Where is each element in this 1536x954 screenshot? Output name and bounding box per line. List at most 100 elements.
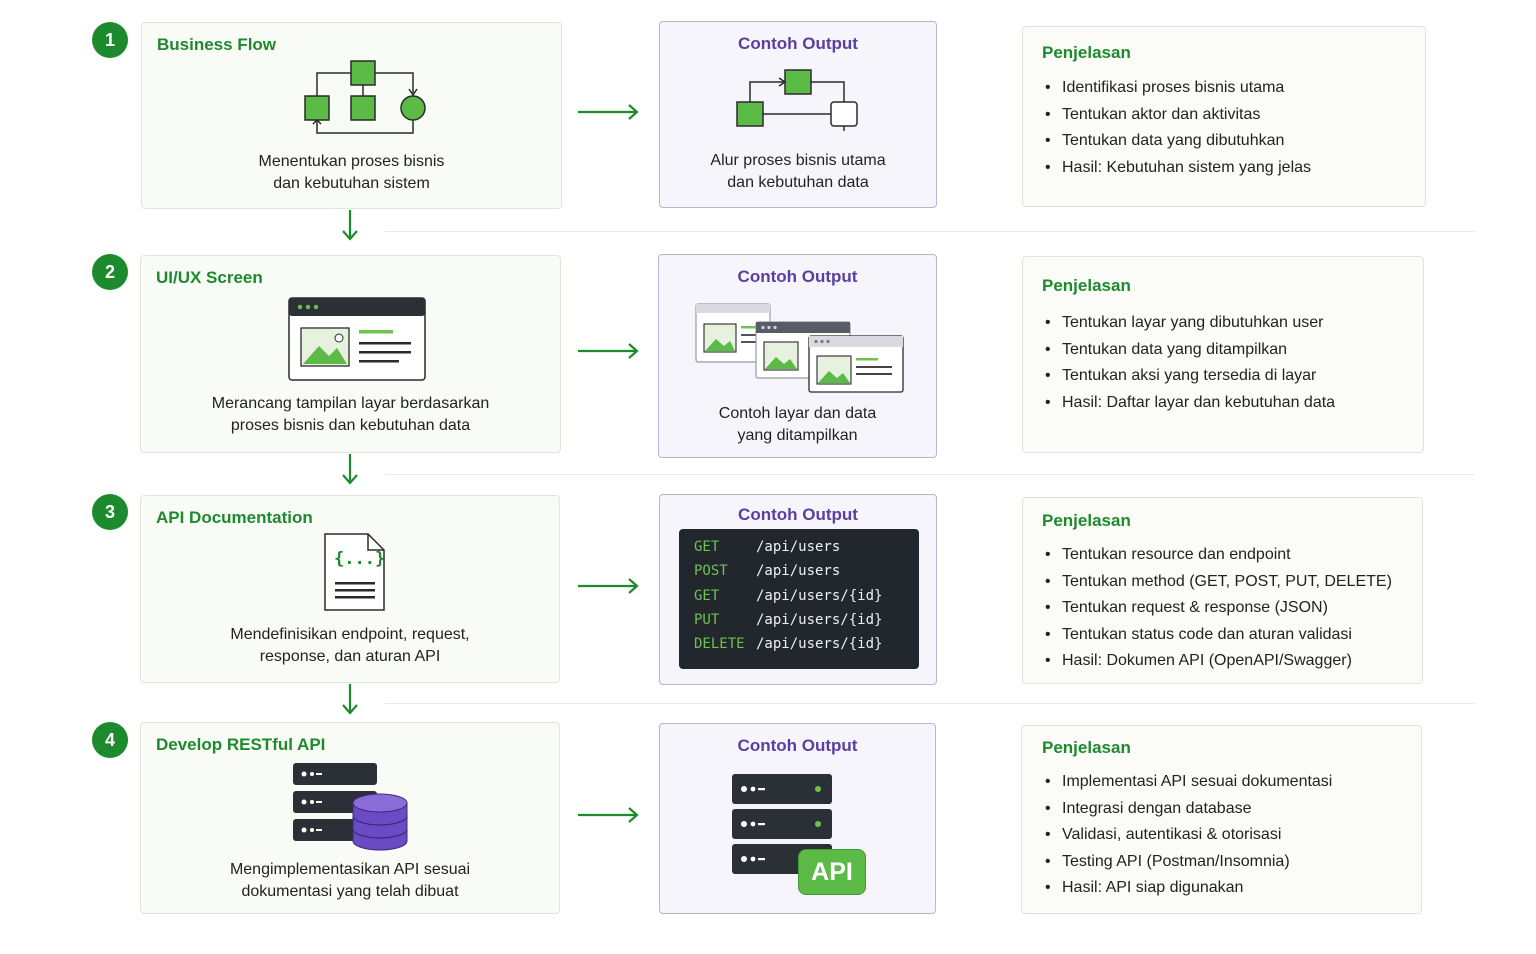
step-description-line: proses bisnis dan kebutuhan data	[230, 417, 471, 434]
endpoint-line: DELETE/api/users/{id}	[694, 632, 919, 656]
step-description-line: dan kebutuhan sistem	[273, 175, 430, 192]
step-description-line: dokumentasi yang telah dibuat	[241, 883, 459, 900]
explanation-item: Tentukan data yang dibutuhkan	[1042, 128, 1311, 155]
http-method: GET	[694, 539, 720, 555]
output-card-business-flow: Contoh Output Alur proses bisnis utama d…	[659, 21, 937, 208]
explanation-card-uiux-screen: Penjelasan Tentukan layar yang dibutuhka…	[1022, 256, 1424, 453]
arrow-right-icon	[578, 807, 639, 823]
explanation-item: Hasil: Dokumen API (OpenAPI/Swagger)	[1042, 648, 1392, 675]
endpoint-line: PUT/api/users/{id}	[694, 608, 919, 632]
step-number: 4	[92, 722, 128, 758]
endpoint-path: /api/users/{id}	[756, 611, 883, 628]
arrow-down-icon	[342, 684, 358, 715]
explanation-item: Testing API (Postman/Insomnia)	[1042, 849, 1332, 876]
explanation-item: Tentukan status code dan aturan validasi	[1042, 622, 1392, 649]
step-description-line: Mengimplementasikan API sesuai	[229, 861, 471, 878]
api-document-icon	[324, 533, 385, 611]
explanation-title: Penjelasan	[1042, 276, 1131, 295]
step-title: UI/UX Screen	[156, 268, 263, 287]
explanation-title: Penjelasan	[1042, 511, 1131, 530]
output-title: Contoh Output	[738, 34, 858, 53]
output-description-line: dan kebutuhan data	[727, 174, 869, 191]
arrow-down-icon	[342, 210, 358, 241]
step-title: Develop RESTful API	[156, 735, 326, 754]
explanation-item: Tentukan request & response (JSON)	[1042, 595, 1392, 622]
output-card-api-documentation: Contoh Output GET/api/users POST/api/use…	[659, 494, 937, 685]
endpoint-path: /api/users	[756, 563, 841, 580]
explanation-title: Penjelasan	[1042, 738, 1131, 757]
step-number: 2	[92, 254, 128, 290]
step-card-api-documentation: API Documentation {...} Mendefinisikan e…	[140, 495, 560, 683]
explanation-item: Tentukan method (GET, POST, PUT, DELETE)	[1042, 569, 1392, 596]
server-stack-icon	[732, 774, 832, 874]
step-description: Merancang tampilan layar berdasarkan pro…	[141, 393, 560, 437]
http-method: DELETE	[694, 636, 745, 653]
arrow-right-icon	[578, 104, 639, 120]
api-badge: API	[798, 849, 866, 895]
explanation-item: Tentukan aktor dan aktivitas	[1042, 102, 1311, 129]
http-method: GET	[694, 587, 720, 604]
explanation-item: Tentukan data yang ditampilkan	[1042, 337, 1335, 364]
output-title: Contoh Output	[738, 505, 858, 524]
arrow-right-icon	[578, 578, 639, 594]
explanation-item: Hasil: Kebutuhan sistem yang jelas	[1042, 155, 1311, 182]
explanation-item: Tentukan layar yang dibutuhkan user	[1042, 310, 1335, 337]
step-description-line: Merancang tampilan layar berdasarkan	[211, 395, 490, 412]
output-title: Contoh Output	[737, 736, 858, 755]
explanation-card-api-documentation: Penjelasan Tentukan resource dan endpoin…	[1022, 497, 1423, 684]
step-description: Menentukan proses bisnis dan kebutuhan s…	[142, 151, 561, 195]
http-method: POST	[694, 563, 728, 580]
explanation-list: Identifikasi proses bisnis utama Tentuka…	[1042, 75, 1311, 181]
explanation-item: Identifikasi proses bisnis utama	[1042, 75, 1311, 102]
explanation-item: Validasi, autentikasi & otorisasi	[1042, 822, 1332, 849]
step-description-line: Menentukan proses bisnis	[258, 153, 445, 170]
endpoint-line: GET/api/users	[694, 535, 919, 559]
process-flow-icon	[736, 69, 858, 131]
endpoint-path: /api/users/{id}	[756, 636, 883, 653]
explanation-item: Tentukan aksi yang tersedia di layar	[1042, 363, 1335, 390]
step-card-uiux-screen: UI/UX Screen Merancang tampilan layar be…	[140, 255, 561, 453]
step-card-business-flow: Business Flow Menentukan proses bisnis d…	[141, 22, 562, 209]
explanation-list: Implementasi API sesuai dokumentasi Inte…	[1042, 769, 1332, 902]
output-description-line: yang ditampilkan	[737, 427, 858, 444]
endpoint-code-block: GET/api/users POST/api/users GET/api/use…	[679, 529, 919, 669]
arrow-right-icon	[578, 343, 639, 359]
step-description: Mengimplementasikan API sesuai dokumenta…	[141, 859, 559, 903]
explanation-list: Tentukan layar yang dibutuhkan user Tent…	[1042, 310, 1335, 416]
explanation-title: Penjelasan	[1042, 43, 1131, 62]
step-description: Mendefinisikan endpoint, request, respon…	[141, 624, 559, 668]
step-number: 3	[92, 494, 128, 530]
step-title: API Documentation	[156, 508, 313, 527]
output-card-uiux-screen: Contoh Output Contoh layar dan data yang…	[658, 254, 937, 458]
endpoint-line: GET/api/users/{id}	[694, 584, 919, 608]
row-divider	[385, 474, 1475, 475]
endpoint-line: POST/api/users	[694, 559, 919, 583]
http-method: PUT	[694, 611, 720, 628]
explanation-list: Tentukan resource dan endpoint Tentukan …	[1042, 542, 1392, 675]
explanation-item: Hasil: API siap digunakan	[1042, 875, 1332, 902]
step-title: Business Flow	[157, 35, 277, 54]
output-title: Contoh Output	[737, 267, 858, 286]
flowchart-icon	[304, 60, 426, 134]
row-divider	[385, 703, 1475, 704]
output-description-line: Alur proses bisnis utama	[710, 152, 886, 169]
arrow-down-icon	[342, 454, 358, 485]
screen-mockup-icon	[288, 297, 426, 381]
output-description: Alur proses bisnis utama dan kebutuhan d…	[660, 150, 936, 194]
explanation-item: Integrasi dengan database	[1042, 796, 1332, 823]
code-braces-label: {...}	[334, 549, 386, 569]
explanation-item: Implementasi API sesuai dokumentasi	[1042, 769, 1332, 796]
output-card-develop-restful-api: Contoh Output API	[659, 723, 936, 914]
step-number: 1	[92, 22, 128, 58]
endpoint-path: /api/users	[756, 539, 841, 555]
step-description-line: Mendefinisikan endpoint, request,	[230, 626, 470, 643]
row-divider	[385, 231, 1475, 232]
explanation-card-business-flow: Penjelasan Identifikasi proses bisnis ut…	[1022, 26, 1426, 207]
screens-stack-icon	[695, 303, 904, 393]
step-description-line: response, dan aturan API	[259, 648, 441, 665]
server-database-icon	[293, 763, 408, 851]
output-description-line: Contoh layar dan data	[718, 405, 877, 422]
endpoint-path: /api/users/{id}	[756, 587, 883, 604]
explanation-item: Hasil: Daftar layar dan kebutuhan data	[1042, 390, 1335, 417]
output-description: Contoh layar dan data yang ditampilkan	[659, 403, 936, 447]
